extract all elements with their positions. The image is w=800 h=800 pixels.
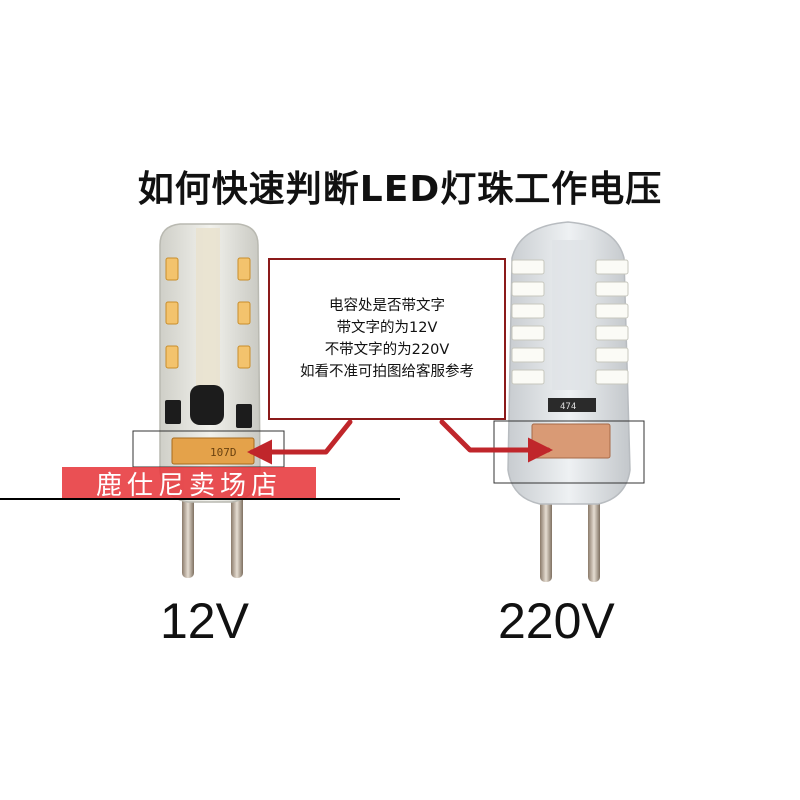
bulb-220v-pin-left bbox=[540, 490, 552, 582]
bulb-12v: 107D bbox=[132, 223, 285, 578]
voltage-label-12v: 12V bbox=[160, 593, 249, 649]
bulb-220v-resistor-marking: 474 bbox=[560, 402, 576, 412]
note-line-1: 电容处是否带文字 bbox=[329, 298, 445, 314]
arrow-to-12v-capacitor bbox=[247, 419, 353, 465]
store-watermark: 鹿仕尼卖场店 bbox=[62, 467, 316, 501]
note-line-3: 不带文字的为220V bbox=[324, 342, 450, 358]
bulb-220v-center-strip bbox=[552, 240, 588, 390]
bulb-12v-pin-left bbox=[182, 490, 194, 578]
bulb-220v-capacitor bbox=[531, 423, 611, 459]
bulb-220v-resistor bbox=[548, 398, 596, 412]
bulb-12v-capacitor-marking: 107D bbox=[210, 446, 237, 459]
arrow-to-220v-capacitor bbox=[439, 419, 553, 463]
bulb-12v-center-board bbox=[196, 228, 220, 398]
store-watermark-text: 鹿仕尼卖场店 bbox=[95, 470, 282, 501]
note-line-2: 带文字的为12V bbox=[336, 320, 438, 336]
page-title: 如何快速判断LED灯珠工作电压 bbox=[137, 169, 663, 210]
explanation-box: 电容处是否带文字 带文字的为12V 不带文字的为220V 如看不准可拍图给客服参… bbox=[268, 258, 506, 420]
bulb-220v: 474 bbox=[493, 221, 645, 582]
note-line-4: 如看不准可拍图给客服参考 bbox=[300, 364, 474, 380]
bulb-12v-driver-parts bbox=[165, 385, 252, 428]
bulb-12v-pin-right bbox=[231, 490, 243, 578]
bulb-220v-led-chips bbox=[511, 259, 629, 385]
voltage-label-220v: 220V bbox=[498, 593, 615, 649]
divider-line bbox=[0, 498, 400, 500]
bulb-12v-led-chips bbox=[165, 257, 251, 369]
bulb-220v-pin-right bbox=[588, 490, 600, 582]
